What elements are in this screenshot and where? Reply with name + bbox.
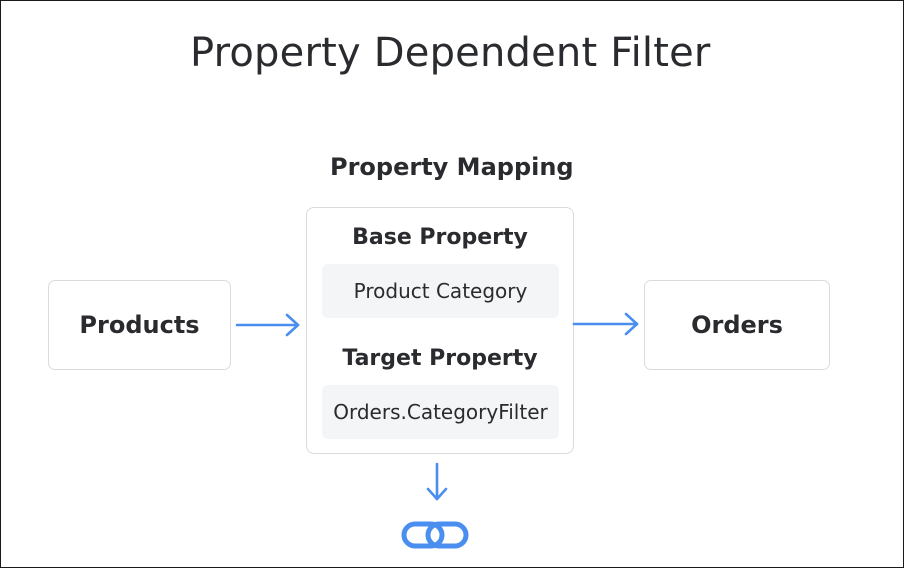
- mapping-title: Property Mapping: [330, 153, 574, 181]
- base-property-value: Product Category: [322, 264, 559, 318]
- products-node: Products: [48, 280, 231, 370]
- orders-node: Orders: [644, 280, 830, 370]
- products-label: Products: [79, 311, 200, 339]
- property-mapping-card: Base Property Product Category Target Pr…: [306, 207, 574, 454]
- page-title: Property Dependent Filter: [190, 30, 711, 76]
- base-property-heading: Base Property: [352, 225, 528, 250]
- orders-label: Orders: [691, 311, 783, 339]
- target-property-value: Orders.CategoryFilter: [322, 385, 559, 439]
- target-property-heading: Target Property: [342, 346, 538, 371]
